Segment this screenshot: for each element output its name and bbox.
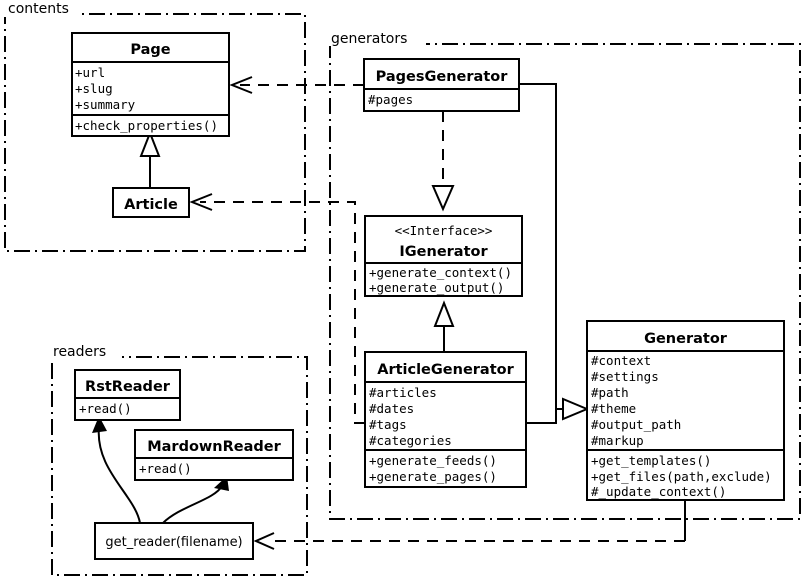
class-article-generator-attribute: #articles: [369, 385, 437, 400]
package-readers-label-backdrop: [50, 342, 122, 359]
class-page-attribute: +url: [75, 65, 105, 80]
dependency-arrowhead-icon: [229, 76, 253, 94]
relation-get-reader-creates-mardownreader: [162, 476, 229, 524]
class-mardown-reader-frame[interactable]: [134, 429, 294, 481]
class-article-generator[interactable]: ArticleGenerator #articles #dates #tags …: [364, 351, 527, 488]
class-generator-attribute: #path: [591, 385, 629, 400]
generalization-shaft-articlegenerator: [526, 409, 557, 424]
class-generator-method: +get_files(path,exclude): [591, 469, 772, 484]
class-article-generator-method: +generate_feeds(): [369, 453, 497, 468]
package-generators: generators: [328, 29, 801, 520]
realization-arrowhead-icon: [431, 185, 455, 212]
relation-pagesgenerator-realizes-igenerator: [431, 111, 455, 212]
class-pages-generator[interactable]: PagesGenerator #pages: [363, 58, 520, 112]
class-article-generator-attribute: #tags: [369, 417, 407, 432]
class-igenerator-method: +generate_output(): [369, 280, 504, 295]
class-article[interactable]: Article: [112, 187, 190, 218]
class-rst-reader-method: +read(): [79, 401, 132, 416]
class-article-generator-frame[interactable]: [364, 351, 527, 488]
generalization-shaft-pagesgenerator: [519, 83, 557, 409]
class-page[interactable]: Page +url +slug +summary +check_properti…: [71, 32, 230, 137]
package-contents-border: [4, 13, 306, 252]
class-igenerator-title: IGenerator: [399, 244, 488, 260]
generalization-arrowhead-icon: [139, 130, 161, 157]
function-get-reader-frame[interactable]: [94, 522, 254, 560]
class-generator-attribute: #context: [591, 353, 651, 368]
relation-generators-inherit-generator: [519, 83, 590, 424]
package-generators-border: [329, 43, 801, 520]
dependency-arrowhead-icon: [253, 532, 275, 550]
function-get-reader[interactable]: get_reader(filename): [94, 522, 254, 560]
class-page-method: +check_properties(): [75, 118, 218, 133]
package-contents-label: contents: [8, 1, 69, 17]
package-generators-label: generators: [331, 31, 407, 47]
class-generator-attribute: #theme: [591, 401, 636, 416]
relation-articlegenerator-uses-article: [189, 193, 365, 424]
class-page-title: Page: [130, 42, 170, 58]
class-mardown-reader[interactable]: MardownReader +read(): [134, 429, 294, 481]
class-igenerator[interactable]: <<Interface>> IGenerator +generate_conte…: [364, 215, 523, 297]
generalization-arrowhead-icon: [562, 397, 590, 421]
class-article-generator-attribute: #dates: [369, 401, 414, 416]
class-generator-attribute: #markup: [591, 433, 644, 448]
class-pages-generator-attribute: #pages: [368, 92, 413, 107]
class-page-attribute: +summary: [75, 97, 136, 112]
class-article-title: Article: [124, 197, 178, 213]
class-rst-reader-title: RstReader: [85, 379, 171, 395]
class-igenerator-stereotype: <<Interface>>: [395, 223, 493, 238]
relation-article-inherits-page: [139, 130, 161, 188]
class-rst-reader[interactable]: RstReader +read(): [74, 369, 181, 421]
association-curve: [162, 485, 223, 524]
function-get-reader-label: get_reader(filename): [105, 535, 242, 550]
class-generator-attribute: #settings: [591, 369, 659, 384]
package-contents: contents: [0, 0, 306, 252]
dependency-arrowhead-icon: [189, 193, 213, 211]
relation-articlegenerator-inherits-igenerator: [433, 300, 455, 352]
class-generator-method: #_update_context(): [591, 484, 726, 499]
relation-get-reader-creates-rstreader: [92, 416, 141, 524]
class-igenerator-frame[interactable]: [364, 215, 523, 297]
package-readers-label: readers: [53, 344, 106, 360]
class-mardown-reader-title: MardownReader: [147, 439, 281, 455]
package-readers-border: [51, 356, 308, 576]
class-page-attribute: +slug: [75, 81, 113, 96]
association-curve: [97, 426, 141, 524]
class-generator-method: +get_templates(): [591, 453, 711, 468]
class-generator-attribute: #output_path: [591, 417, 681, 432]
class-igenerator-method: +generate_context(): [369, 265, 512, 280]
class-page-frame[interactable]: [71, 32, 230, 137]
package-generators-label-backdrop: [328, 29, 426, 46]
class-pages-generator-title: PagesGenerator: [376, 69, 509, 85]
class-generator-title: Generator: [644, 331, 728, 347]
class-article-frame[interactable]: [112, 187, 190, 218]
package-contents-label-backdrop: [0, 0, 80, 17]
relation-pagesgenerator-uses-page: [229, 76, 364, 94]
class-article-generator-attribute: #categories: [369, 433, 452, 448]
class-generator[interactable]: Generator #context #settings #path #them…: [586, 320, 785, 501]
generalization-arrowhead-icon: [433, 300, 455, 327]
class-article-generator-title: ArticleGenerator: [377, 362, 514, 378]
class-article-generator-method: +generate_pages(): [369, 469, 497, 484]
class-rst-reader-frame[interactable]: [74, 369, 181, 421]
dependency-shaft: [200, 201, 365, 424]
association-arrowhead-icon: [92, 416, 107, 433]
class-mardown-reader-method: +read(): [139, 461, 192, 476]
package-readers: readers: [50, 342, 308, 576]
relation-generator-uses-get-reader: [253, 500, 686, 550]
class-pages-generator-frame[interactable]: [363, 58, 520, 112]
